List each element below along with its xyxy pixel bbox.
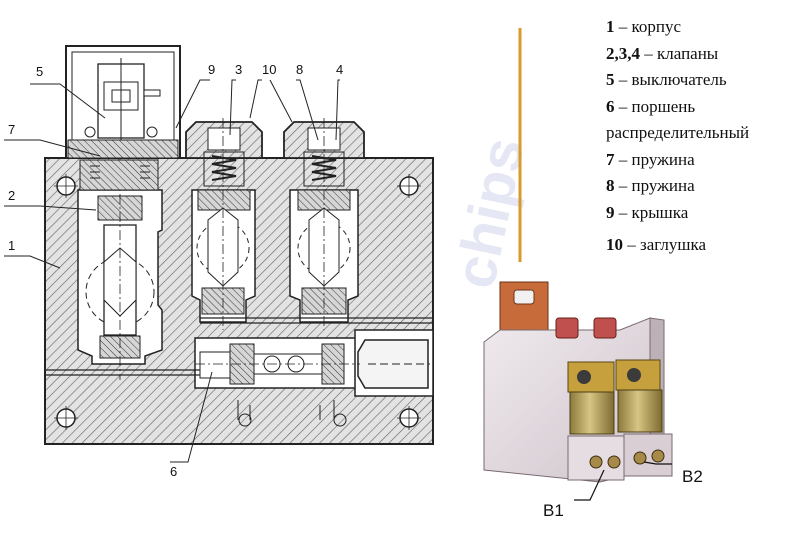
callout-3: 3 (235, 62, 242, 77)
callout-9: 9 (208, 62, 215, 77)
callout-10: 10 (262, 62, 276, 77)
legend-item-7: 9 – крышка (606, 202, 689, 222)
legend-item-8: 10 – заглушка (606, 235, 706, 254)
mount-hole-br (397, 406, 421, 430)
spool-6 (195, 343, 360, 427)
coil-right (617, 389, 663, 433)
switch-5 (65, 45, 181, 191)
port-b2-left (633, 451, 647, 465)
valve-4 (283, 118, 365, 330)
legend-item-1: 1 – корпус (606, 17, 682, 36)
callout-4: 4 (336, 62, 343, 77)
callout-1: 1 (8, 238, 15, 253)
red-cap-left (555, 317, 579, 339)
valve-3 (185, 118, 263, 330)
valve-cross-section: 5 9 3 10 8 4 7 2 1 6 (4, 45, 434, 479)
port-b1-right (607, 455, 621, 469)
spring-8 (311, 155, 337, 181)
legend: 1 – корпус 2,3,4 – клапаны 5 – выключате… (606, 14, 793, 259)
red-cap-right (593, 317, 617, 339)
callout-8: 8 (296, 62, 303, 77)
coil-left (569, 391, 615, 435)
valve-unit-photo: В1 В2 (483, 281, 703, 520)
callout-2: 2 (8, 188, 15, 203)
legend-item-6: 8 – пружина (606, 176, 695, 195)
legend-item-5: 7 – пружина (606, 149, 695, 169)
port-label-b2: В2 (682, 467, 703, 486)
mount-hole-tr (397, 174, 421, 198)
legend-item-2: 2,3,4 – клапаны (606, 43, 719, 63)
legend-item-3: 5 – выключатель (606, 70, 727, 89)
port-label-b1: В1 (543, 501, 564, 520)
legend-item-4: 6 – поршень распределительный (606, 96, 750, 143)
cover-9 (65, 45, 181, 158)
valve-2 (85, 140, 155, 380)
port-b1-left (589, 455, 603, 469)
leader-lines (4, 79, 340, 463)
mount-hole-bl (54, 406, 78, 430)
port-b2-right (651, 449, 665, 463)
watermark-text: chips (442, 132, 537, 294)
callout-7: 7 (8, 122, 15, 137)
callout-6: 6 (170, 464, 177, 479)
callout-5: 5 (36, 64, 43, 79)
mount-hole-tl (54, 174, 78, 198)
